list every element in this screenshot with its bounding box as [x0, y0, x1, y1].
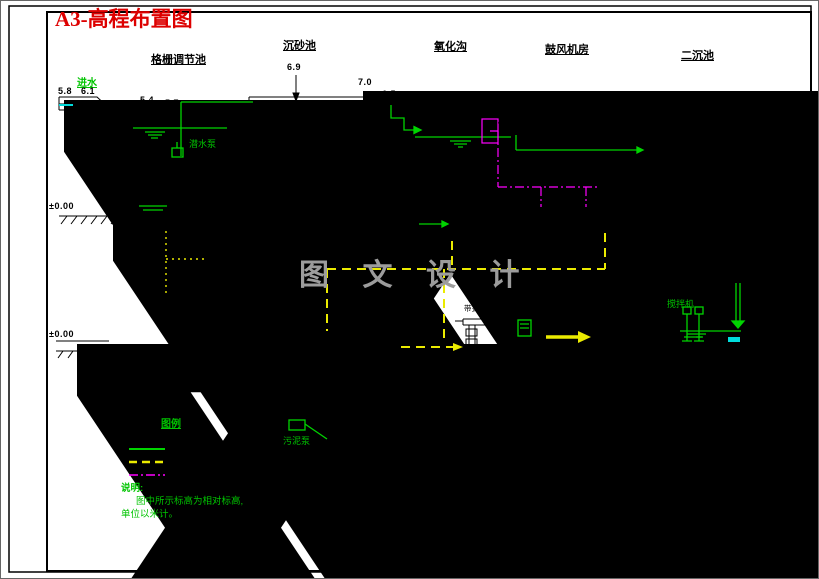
titleblock-sheet-number: 第5张 [767, 503, 801, 518]
water-level-marks [59, 104, 740, 342]
titleblock-scale-label: 比例 [695, 500, 715, 511]
supernatant-label: 上清液 [239, 378, 268, 389]
elevation-label: 5.7 [165, 98, 180, 108]
unit-blower-room: 鼓风机房 [545, 44, 589, 56]
elevation-label: 7.0 [358, 77, 373, 87]
elevation-label: 6.55 [81, 116, 101, 126]
titleblock-scale-value: 1:200 [727, 496, 754, 508]
sludge-line-extras [165, 231, 591, 351]
elevation-label: 6.5 [382, 89, 397, 99]
unit-secondary-clarifier: 二沉池 [681, 50, 714, 62]
elevation-label: 3.2 [646, 207, 661, 217]
elevation-label: 4.2 [715, 105, 730, 115]
elevation-label: 6.0 [445, 92, 460, 102]
unit-grid-tank: 格栅调节池 [151, 54, 206, 66]
note-line-1: 图中所示标高为相对标高, [136, 496, 244, 507]
elevation-label: 1.5 [698, 285, 713, 295]
unit-oxidation-ditch: 氧化沟 [434, 41, 467, 53]
elevation-label: 4.5 [652, 122, 667, 132]
sheet-title: A3-高程布置图 [55, 7, 193, 31]
notes-title: 说明: [121, 483, 144, 494]
elevation-label: 6.9 [287, 62, 302, 72]
belt-press-label: 带式压滤机 [464, 304, 502, 313]
elevation-label: 1.8 [649, 301, 664, 311]
sludge-pump-label: 污泥泵 [283, 436, 311, 446]
elevation-label: 2.80 [257, 151, 277, 161]
elevation-label: 4.0 [771, 151, 786, 161]
unit-sludge-thickener: 污泥浓缩池 [299, 456, 354, 468]
filtrate-label: 压滤液 [469, 354, 495, 364]
unit-dewatering-room: 脱水间 [473, 394, 505, 406]
unit-contact-tank: 接触消毒池 [707, 396, 760, 408]
sewage-line [133, 101, 746, 440]
mixer-label: 搅拌机 [667, 299, 695, 309]
influent-label: 进水 [77, 78, 97, 89]
unit-grit-chamber: 沉砂池 [283, 40, 316, 52]
sludge-line [326, 233, 606, 348]
main-title: 城市污水处理工艺高程布置图 [263, 484, 446, 499]
effluent-label: 出水 [740, 329, 760, 340]
air-line [481, 118, 599, 207]
titleblock-drawing-name: 高程布置图 [605, 503, 691, 520]
elevation-label: 5.5 [425, 103, 440, 113]
titleblock-checked-label: 审核 [602, 545, 622, 556]
elevation-label: 3.4 [126, 144, 141, 154]
legend-line-samples [129, 448, 165, 476]
elevation-label: 3.6 [501, 288, 516, 298]
elevation-label: 4.1 [353, 412, 368, 422]
elevation-label: 3.5 [547, 156, 562, 166]
elevation-label: 4.8 [498, 117, 513, 127]
ground-level-label: +0.00 [756, 205, 782, 215]
elevation-label: 6.1 [81, 86, 96, 96]
note-line-2: 单位以米计。 [121, 509, 179, 520]
legend-item-sewage: 污水线 [169, 443, 198, 454]
legend-item-sludge: 污泥线 [169, 456, 198, 467]
screenings-out-label: 栅渣、沉砂外运 [142, 293, 209, 304]
titleblock-drawn-label: 制图 [602, 528, 622, 539]
submersible-pump-label: 潜水泵 [189, 139, 217, 149]
ground-level-label: ±0.00 [49, 201, 74, 211]
titleblock-id-label: 学号 [602, 561, 622, 572]
ground-level-label: ±0.00 [49, 329, 74, 339]
watermark: 图 文 设 计 [299, 259, 533, 292]
cake-out-label: 泥饼外运 [545, 319, 584, 330]
elevation-label: 5.8 [58, 86, 73, 96]
legend-item-air: 气管线 [169, 469, 198, 480]
elevation-label: 0.63 [127, 194, 147, 204]
ground-level-label: ±0.00 [763, 334, 788, 344]
elevation-label: 5.4 [140, 95, 155, 105]
titleblock-sheet-count: 共6张 [711, 512, 736, 523]
legend-title: 图例 [161, 419, 181, 430]
elevation-label: 1.52 [295, 366, 315, 376]
